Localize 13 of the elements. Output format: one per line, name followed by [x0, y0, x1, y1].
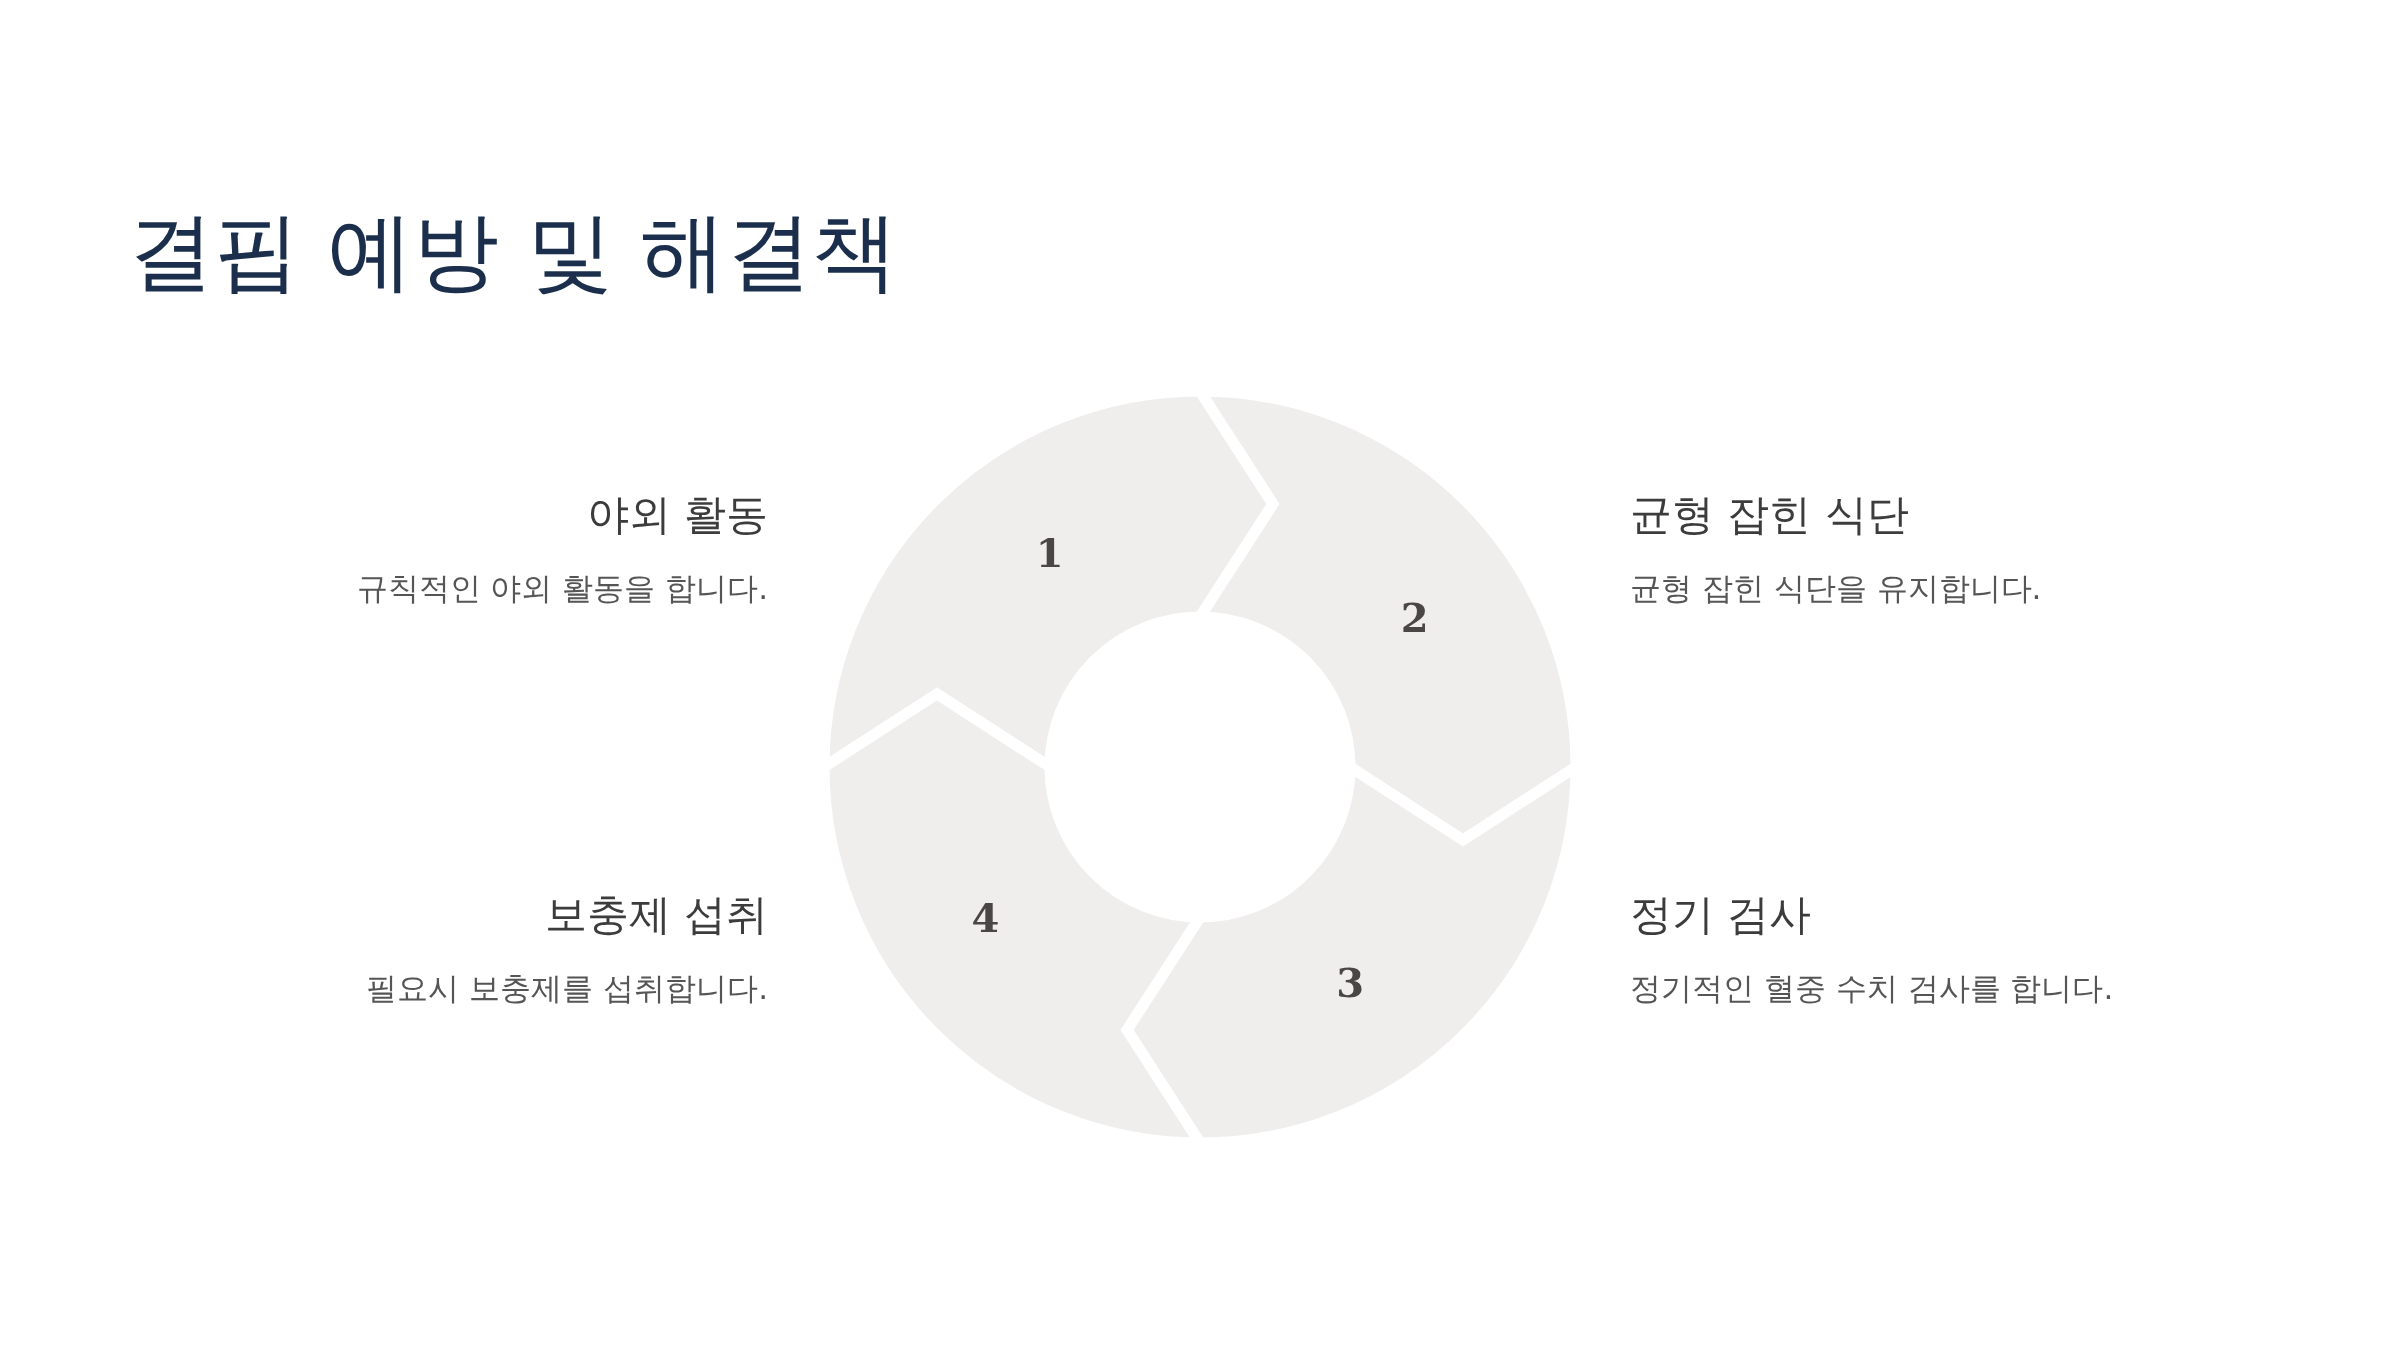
step-number: 4 [971, 893, 1000, 941]
step-number: 1 [1035, 528, 1064, 576]
step-heading: 보충제 섭취 [544, 890, 768, 941]
step-description: 정기적인 혈중 수치 검사를 합니다. [1630, 970, 2114, 1008]
step-number: 2 [1400, 593, 1429, 641]
step-description: 필요시 보충제를 섭취합니다. [366, 970, 768, 1008]
step-description: 규칙적인 야외 활동을 합니다. [356, 570, 768, 608]
step-heading: 균형 잡힌 식단 [1630, 490, 1909, 541]
step-number: 3 [1336, 958, 1365, 1006]
step-description: 균형 잡힌 식단을 유지합니다. [1630, 570, 2042, 608]
title: 결핍 예방 및 해결책 [128, 200, 898, 303]
step-heading: 야외 활동 [586, 490, 768, 541]
step-heading: 정기 검사 [1630, 890, 1812, 941]
